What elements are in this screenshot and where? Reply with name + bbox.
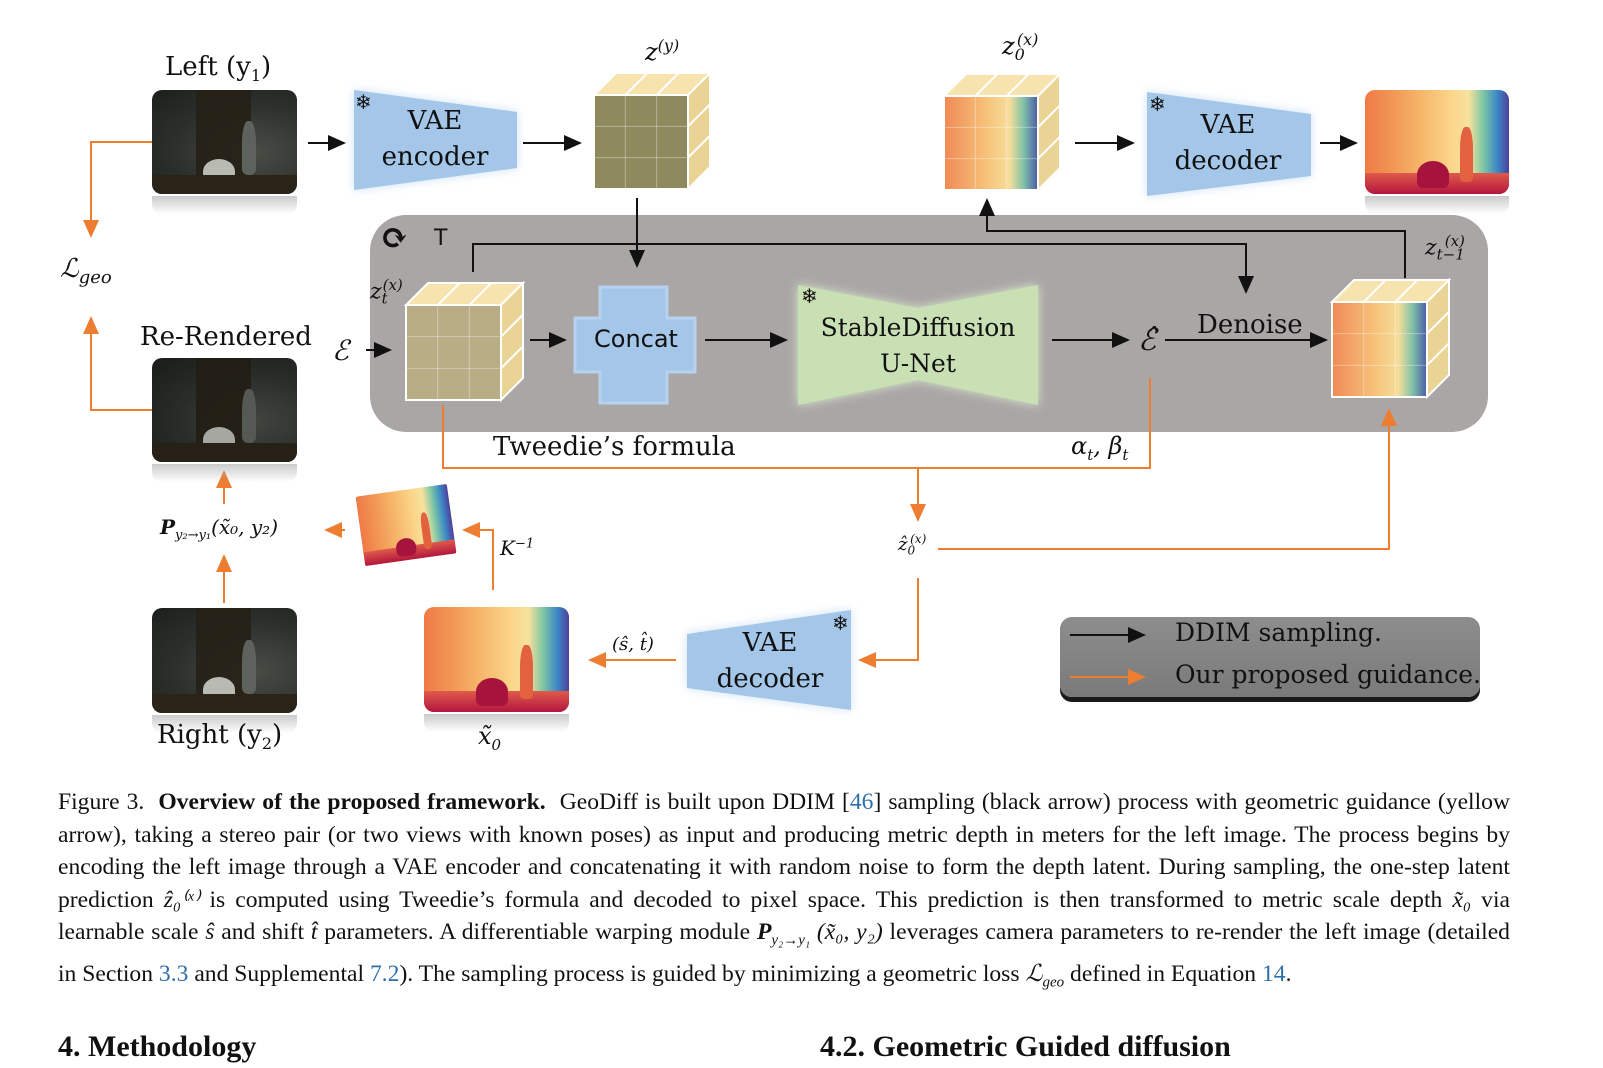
legend-item-guidance: Our proposed guidance. <box>1175 660 1481 689</box>
geo-loss-label: ℒgeo <box>60 254 112 289</box>
concat-label: Concat <box>594 325 678 353</box>
z-y-label: z(y) <box>645 36 680 66</box>
vae-decoder-top-shape <box>1147 92 1311 196</box>
figure-connectors <box>83 70 1488 710</box>
supplemental-link-7-2[interactable]: 7.2 <box>369 960 400 987</box>
refresh-loop-icon: ⟳ <box>380 218 409 258</box>
re-rendered-image <box>152 358 297 462</box>
eps-hat-label: ℰ̂ <box>1138 323 1157 358</box>
zt-label: zt(x) <box>370 276 403 308</box>
figure-number: Figure 3. <box>58 789 145 815</box>
zt-minus-1-label: zt−1(x) <box>1425 232 1465 264</box>
latent-cube-zt-minus-1 <box>1329 277 1452 400</box>
k-inverse-label: K−1 <box>500 536 535 560</box>
section-link-3-3[interactable]: 3.3 <box>158 960 189 987</box>
unet-shape <box>798 285 1038 405</box>
latent-cube-zt <box>403 280 526 403</box>
citation-link-46[interactable]: 46 <box>849 789 874 815</box>
z0-hat-label: ẑ0(x) <box>898 532 927 558</box>
tweedie-label: Tweedie’s formula <box>493 432 736 462</box>
section-heading-methodology: 4. Methodology <box>58 1030 257 1063</box>
timesteps-label: T <box>434 226 448 251</box>
right-image <box>152 608 297 713</box>
legend-item-ddim: DDIM sampling. <box>1175 618 1382 647</box>
legend: DDIM sampling. Our proposed guidance. <box>1060 617 1481 697</box>
x0-tilde-label: x̃0 <box>478 722 502 754</box>
latent-cube-zy <box>591 70 713 192</box>
section-heading-geometric-guided: 4.2. Geometric Guided diffusion <box>820 1030 1231 1063</box>
metric-depth-image <box>424 607 569 712</box>
warp-operator-label: Py₂→y₁(x̃₀, y₂) <box>160 515 278 543</box>
re-rendered-label: Re-Rendered <box>140 322 312 352</box>
denoise-label: Denoise <box>1197 310 1303 340</box>
scale-shift-label: (ŝ, t̂) <box>612 634 654 655</box>
equation-link-14[interactable]: 14 <box>1262 960 1286 987</box>
vae-decoder-bottom-shape <box>687 610 851 710</box>
left-image <box>152 90 297 194</box>
snowflake-icon: ❄ <box>801 284 818 308</box>
left-image-label: Left (y1) <box>165 52 272 86</box>
snowflake-icon: ❄ <box>355 90 372 114</box>
alpha-beta-label: αt, βt <box>1071 432 1129 464</box>
caption-title: Overview of the proposed framework. <box>158 789 546 815</box>
z0-label: z0(x) <box>1002 30 1039 64</box>
noise-label: ℰ <box>332 334 349 367</box>
snowflake-icon: ❄ <box>832 611 849 635</box>
point-cloud-depth-image <box>355 483 457 567</box>
snowflake-icon: ❄ <box>1149 92 1166 116</box>
figure-caption: Figure 3. Overview of the proposed frame… <box>58 789 1510 991</box>
latent-cube-z0 <box>941 71 1063 193</box>
vae-encoder-shape <box>354 90 517 190</box>
right-image-label: Right (y2) <box>157 720 283 754</box>
output-depth-image <box>1365 90 1509 194</box>
concat-shape <box>573 285 697 405</box>
